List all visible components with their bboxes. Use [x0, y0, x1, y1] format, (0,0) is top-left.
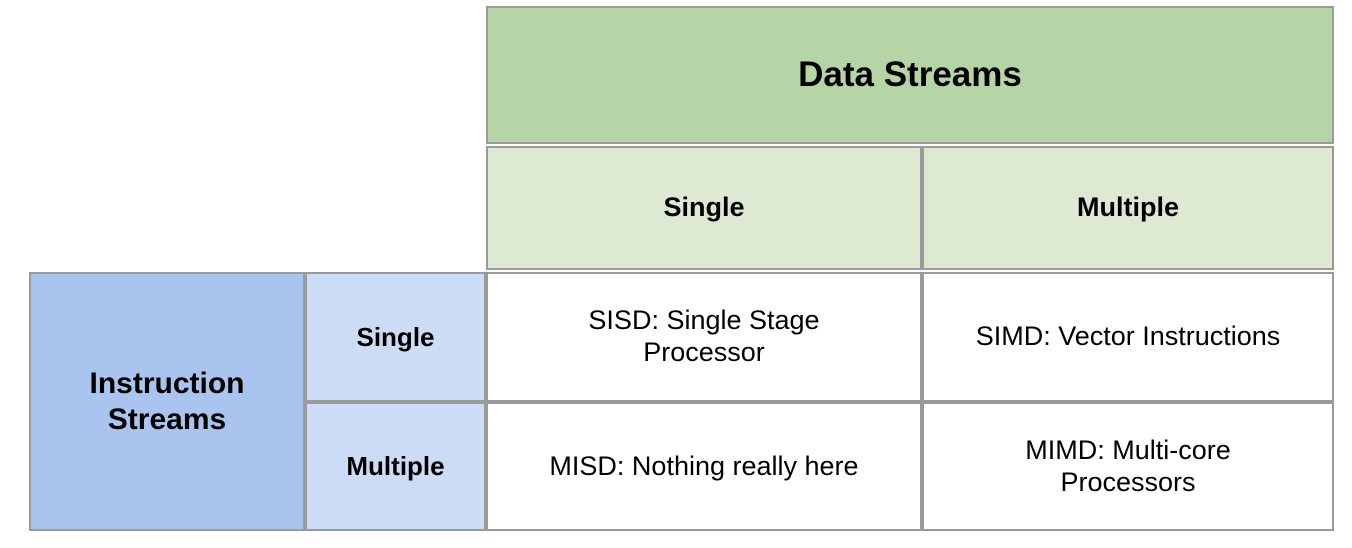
table-cell-sisd: SISD: Single Stage Processor	[486, 272, 922, 402]
column-group-header-label: Data Streams	[798, 55, 1022, 95]
row-header-multiple: Multiple	[305, 402, 486, 531]
table-cell-misd-label: MISD: Nothing really here	[549, 450, 859, 481]
row-header-single: Single	[305, 272, 486, 402]
table-cell-sisd-label: SISD: Single Stage Processor	[588, 305, 820, 367]
row-header-multiple-label: Multiple	[346, 451, 445, 482]
row-header-single-label: Single	[356, 321, 435, 352]
row-group-header-label: Instruction Streams	[89, 367, 245, 436]
row-group-header-instruction-streams: Instruction Streams	[29, 272, 305, 531]
table-cell-mimd-label: MIMD: Multi-core Processors	[1025, 434, 1231, 497]
table-cell-simd: SIMD: Vector Instructions	[922, 272, 1334, 402]
table-cell-misd: MISD: Nothing really here	[486, 402, 922, 531]
column-header-single-label: Single	[663, 192, 745, 223]
column-header-multiple-label: Multiple	[1077, 192, 1179, 223]
table-cell-simd-label: SIMD: Vector Instructions	[975, 321, 1281, 352]
table-cell-mimd: MIMD: Multi-core Processors	[922, 402, 1334, 531]
column-header-single: Single	[486, 146, 922, 270]
column-group-header-data-streams: Data Streams	[486, 6, 1334, 144]
column-header-multiple: Multiple	[922, 146, 1334, 270]
